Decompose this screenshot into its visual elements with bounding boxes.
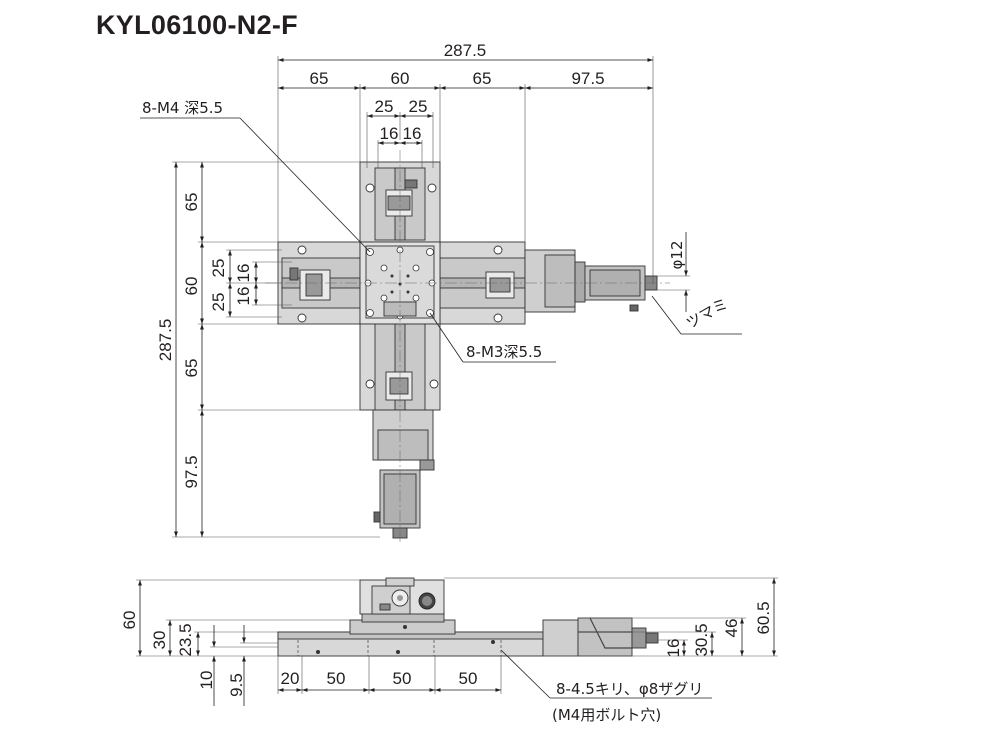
top-dims-horizontal: 287.5 65 60 65 97.5 25 25 16 16 xyxy=(277,41,654,284)
dim-left-overall: 287.5 xyxy=(156,319,175,362)
dim-top-pitch-b-2: 16 xyxy=(403,124,422,143)
dim-left-pitch-a-1: 25 xyxy=(209,259,228,278)
model-title: KYL06100-N2-F xyxy=(96,10,298,40)
front-dims-right: 60.5 46 30.5 16 xyxy=(444,577,778,658)
front-dims-bottom: 20 50 50 50 xyxy=(277,656,502,694)
dim-top-overall: 287.5 xyxy=(444,41,487,60)
dim-bottom-seg-4: 50 xyxy=(459,669,478,688)
dim-left-seg-4: 97.5 xyxy=(182,455,201,488)
dim-front-h10: 10 xyxy=(197,671,216,690)
callout-knob-dia: φ12 xyxy=(668,241,686,270)
dim-front-h16: 16 xyxy=(664,639,683,658)
dim-left-seg-3: 65 xyxy=(182,359,201,378)
front-dims-left: 60 30 23.5 10 9.5 xyxy=(120,579,360,706)
front-callouts: 8-4.5キリ、φ8ザグリ (M4用ボルト穴) xyxy=(500,649,712,724)
dim-front-h60: 60 xyxy=(120,611,139,630)
dim-bottom-seg-3: 50 xyxy=(393,669,412,688)
dim-top-seg-1: 65 xyxy=(310,69,329,88)
dim-left-seg-2: 60 xyxy=(182,277,201,296)
dim-left-pitch-b-2: 16 xyxy=(234,287,253,306)
dim-left-seg-1: 65 xyxy=(182,193,201,212)
dim-top-pitch-b-1: 16 xyxy=(380,124,399,143)
dim-top-pitch-a-2: 25 xyxy=(409,97,428,116)
dim-front-h30: 30 xyxy=(150,631,169,650)
dim-left-pitch-b-1: 16 xyxy=(234,264,253,283)
dim-top-seg-4: 97.5 xyxy=(571,69,604,88)
dim-top-seg-2: 60 xyxy=(391,69,410,88)
top-dims-vertical: 287.5 65 60 65 97.5 25 25 16 16 xyxy=(156,161,380,538)
callout-hole-note: (M4用ボルト穴) xyxy=(552,706,661,724)
dim-front-h46: 46 xyxy=(722,619,741,638)
callout-hole-spec: 8-4.5キリ、φ8ザグリ xyxy=(556,680,703,698)
dim-front-h30-5: 30.5 xyxy=(692,623,711,656)
dim-top-seg-3: 65 xyxy=(473,69,492,88)
callout-tap-m4: 8-M4 深5.5 xyxy=(142,99,223,117)
top-view xyxy=(265,150,670,545)
dim-left-pitch-a-2: 25 xyxy=(209,293,228,312)
front-view xyxy=(277,577,659,657)
dim-front-h9-5: 9.5 xyxy=(227,673,246,697)
dim-front-h60-5: 60.5 xyxy=(754,601,773,634)
callout-tap-m3: 8-M3深5.5 xyxy=(466,343,542,361)
dim-front-h23-5: 23.5 xyxy=(176,623,195,656)
callout-knob: ツマミ xyxy=(683,294,731,332)
dim-bottom-seg-2: 50 xyxy=(327,669,346,688)
dim-bottom-seg-1: 20 xyxy=(281,669,300,688)
dim-top-pitch-a-1: 25 xyxy=(375,97,394,116)
